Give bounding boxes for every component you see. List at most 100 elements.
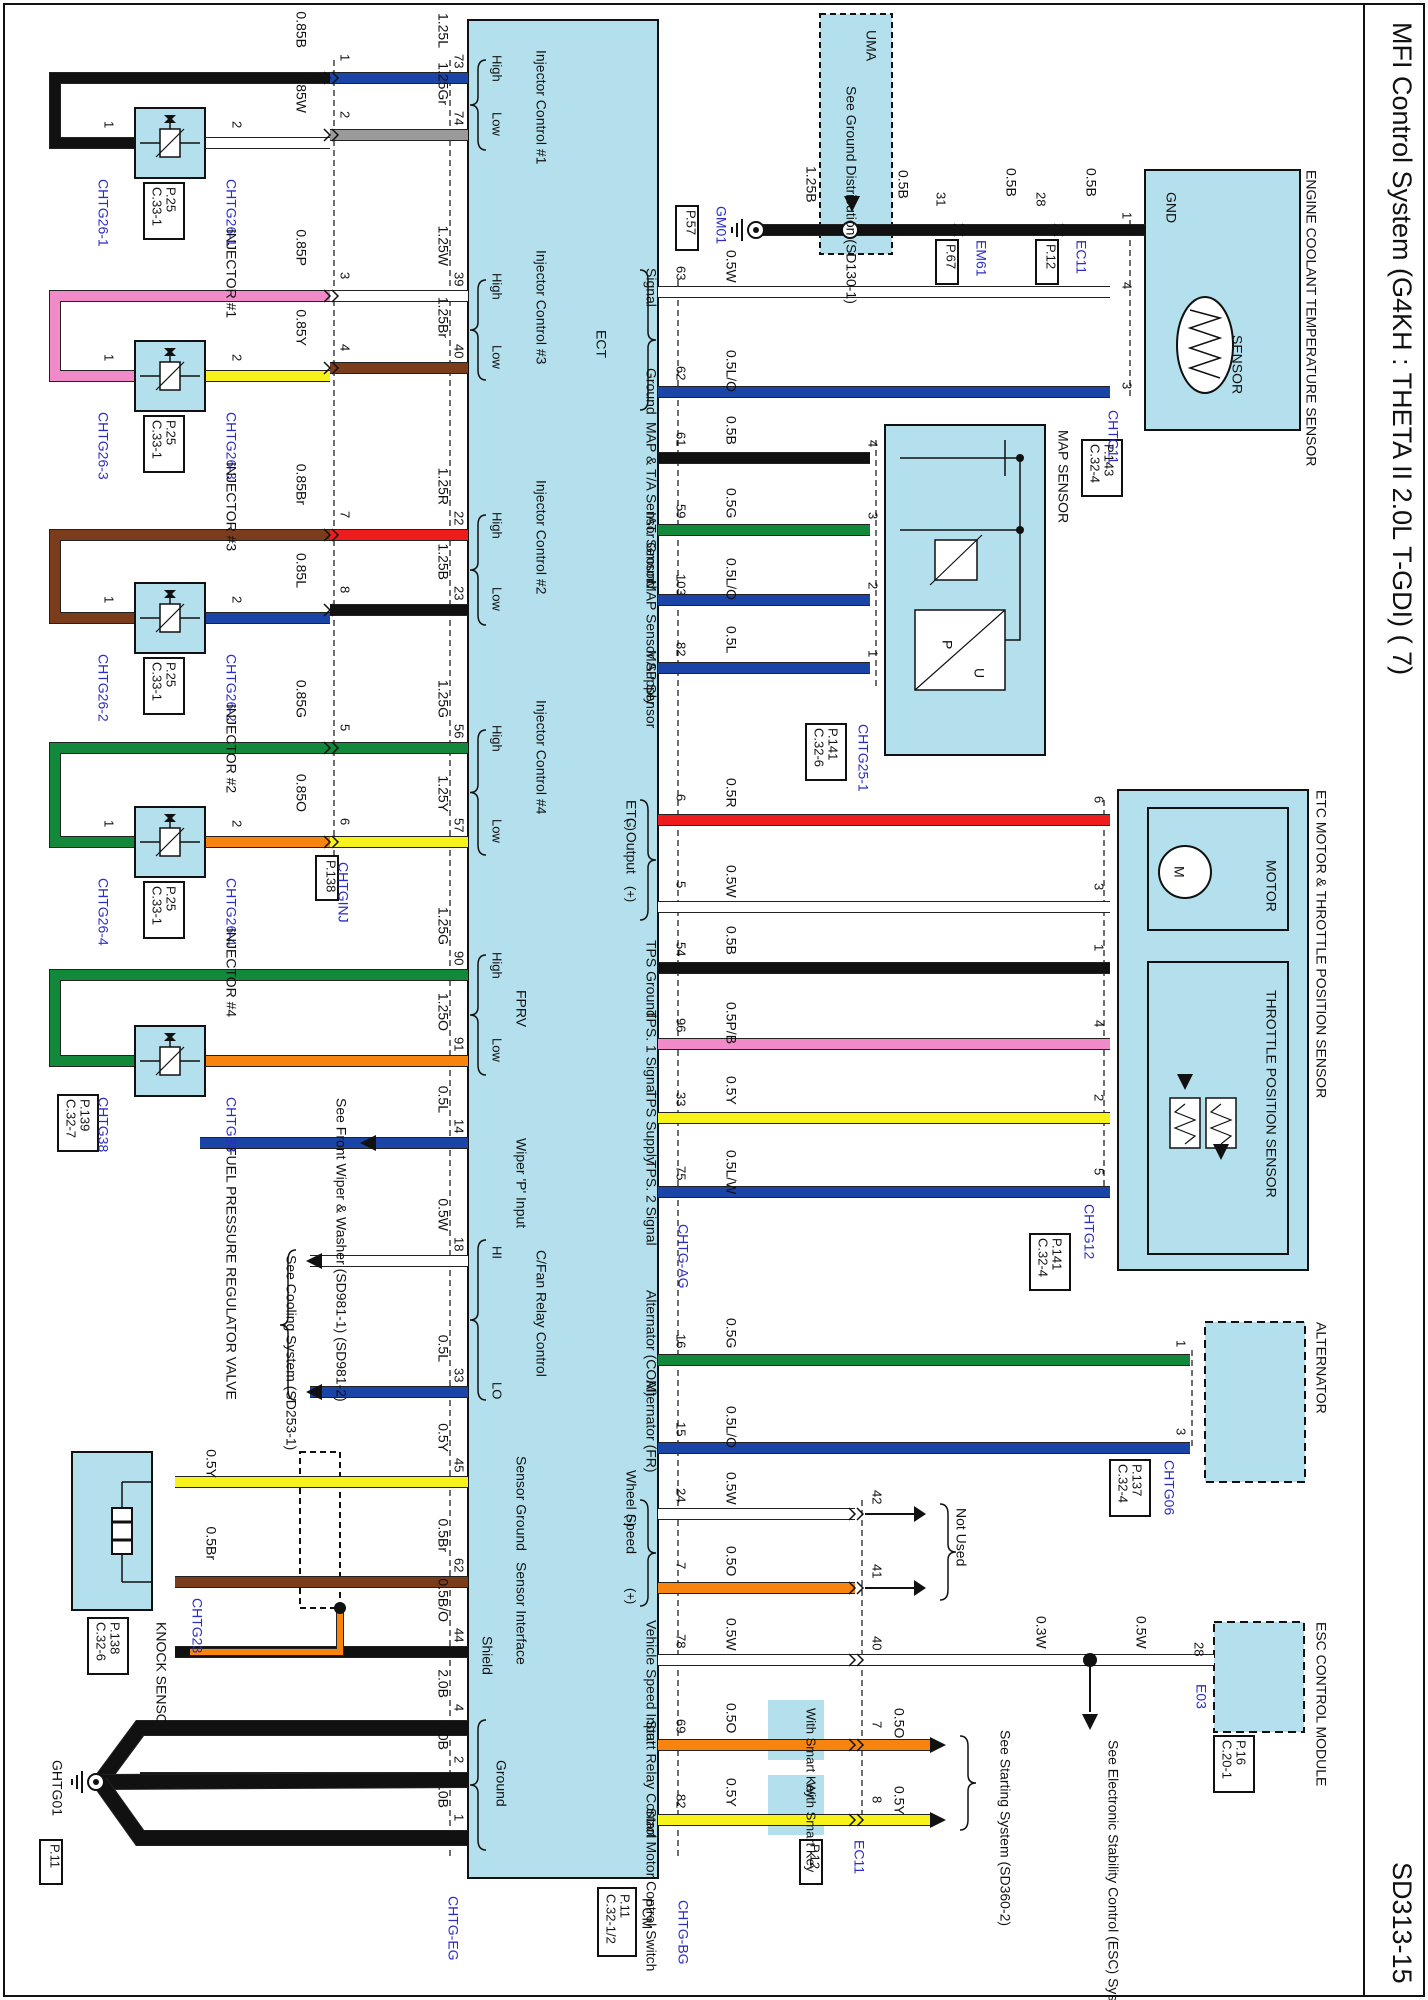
map-iat-slash <box>929 534 983 586</box>
right-wire-label-103-4: 0.5L/O <box>723 558 739 600</box>
gc-chevron-em61 <box>953 223 962 237</box>
left-pin-22: 22 <box>452 511 467 525</box>
left-plug-chevron-56 <box>323 741 332 755</box>
start-relay-arrow <box>930 1737 946 1753</box>
left-pin-39: 39 <box>452 272 467 286</box>
etc-tps-wiper2 <box>1213 1144 1229 1160</box>
pcm-left-bracket-1 <box>469 279 487 381</box>
left-plug-1: 1 <box>338 54 353 61</box>
esc-cref: C.20-1 <box>1220 1740 1235 1779</box>
right-pin-75-11: 75 <box>674 1166 689 1180</box>
pcm-group-right-5: MAP Sensor Supply <box>643 580 659 705</box>
pcm-group-right-10: TPS Supply <box>643 1090 659 1164</box>
alt-ref-box <box>1109 1459 1151 1517</box>
cooling-note: See Cooling System (SD253-1) <box>283 1255 299 1450</box>
inj-loop-wire-1 <box>50 291 330 381</box>
gc-wire-125b: 1.25B <box>803 166 819 203</box>
not-used-arrow-b <box>914 1580 926 1596</box>
ect-inner: SENSOR <box>1229 335 1245 394</box>
alt-conn: CHTG06 <box>1161 1460 1177 1515</box>
inj-ref-2: P.25 <box>164 662 179 687</box>
ground-gm01-symbol-dot <box>753 227 759 233</box>
inj-ref-0: P.25 <box>164 187 179 212</box>
pcm-conn-eg: CHTG-EG <box>445 1896 461 1961</box>
uma-label: UMA <box>863 30 879 62</box>
inline-chevron-2-b <box>856 1653 865 1667</box>
pcm-ref-box <box>597 1887 637 1957</box>
page-title: MFI Control System (G4KH : THETA II 2.0L… <box>1387 22 1417 675</box>
inj-pin1-1: 1 <box>102 354 117 361</box>
etc-tps-label: THROTTLE POSITION SENSOR <box>1263 990 1279 1198</box>
etc-title: ETC MOTOR & THROTTLE POSITION SENSOR <box>1313 790 1329 1098</box>
left-pin-73: 73 <box>452 54 467 68</box>
pcm-group-left-0: Injector Control #1 <box>533 50 549 165</box>
etc-motor-m: M <box>1171 866 1187 878</box>
pcm-group-right-12: Alternator (COM) <box>643 1290 659 1397</box>
map-title: MAP SENSOR <box>1055 430 1071 523</box>
esc-title: ESC CONTROL MODULE <box>1313 1622 1329 1786</box>
smart-key-a: With Smart Key <box>804 1708 819 1799</box>
pcm-conn-bg: CHTG-BG <box>675 1900 691 1965</box>
pcm-group-right-16: Start Relay Control <box>643 1720 659 1838</box>
pcm-hl-8: High <box>490 952 505 979</box>
etc-tps-zig1 <box>1173 1103 1197 1145</box>
pcm-right-bracket-2 <box>639 1499 657 1607</box>
knock-sensor-body <box>71 1451 153 1611</box>
left-pin-91: 91 <box>452 1037 467 1051</box>
esc-pin: 28 <box>1192 1642 1207 1656</box>
right-pin-82-5: 82 <box>674 642 689 656</box>
inj-pin1-3: 1 <box>102 820 117 827</box>
inj-side-label-b-2: 0.85L <box>293 553 309 588</box>
ect-sensor-box <box>1144 169 1301 431</box>
left-pin-2: 2 <box>452 1756 467 1763</box>
right-pin-54-8: 54 <box>674 942 689 956</box>
inj-ref-box-0 <box>143 182 185 240</box>
left-wire-label-14: 0.5L <box>435 1086 451 1113</box>
ground-wire-a <box>94 1721 468 1787</box>
pcm-ws-plus: (+) <box>624 1588 639 1604</box>
left-plug-chevron-74 <box>323 128 332 142</box>
left-wire-label-44: 0.5B/O <box>435 1578 451 1622</box>
page-code: SD313-15 <box>1387 1862 1417 1984</box>
right-wire-label-82-5: 0.5L <box>723 626 739 653</box>
inj-cref-0: C.33-1 <box>150 187 165 226</box>
inj-pin2-3: 2 <box>230 820 245 827</box>
not-used-bracket <box>939 1503 957 1601</box>
gc-chevron-ec11 <box>1053 223 1062 237</box>
inj-side-label-a-1: 0.85P <box>293 229 309 266</box>
pcm-group-right-15: Vehicle Speed Input <box>643 1620 659 1745</box>
right-wire-label-33-10: 0.5Y <box>723 1076 739 1105</box>
etc-tps-pot2 <box>1205 1097 1237 1149</box>
etc-ref-box <box>1029 1233 1071 1291</box>
right-pin-7-15: 7 <box>674 1562 689 1569</box>
inj-pin2-1: 2 <box>230 354 245 361</box>
pcm-hl-3: Low <box>490 345 505 369</box>
left-plug-2: 2 <box>338 111 353 118</box>
pcm-ws-minus: (-) <box>624 1514 639 1527</box>
etc-motor-symbol <box>1158 845 1212 899</box>
pcm-left-bracket-6 <box>469 1719 487 1851</box>
right-pin-62-1: 62 <box>674 366 689 380</box>
gc-em61-ref-box <box>935 239 959 285</box>
inline-chevron-0 <box>848 1507 857 1521</box>
inj-side-label-a-3: 0.85G <box>293 680 309 718</box>
left-plug-chevron-39 <box>323 289 332 303</box>
left-pin-90: 90 <box>452 951 467 965</box>
left-pin-44: 44 <box>452 1628 467 1642</box>
pcm-group-left-1: Injector Control #3 <box>533 250 549 365</box>
pcm-group-left-10: Ground <box>493 1760 509 1807</box>
pcm-hl-7: Low <box>490 819 505 843</box>
pcm-group-right-13: Alternator (FR) <box>643 1380 659 1473</box>
alternator-title: ALTERNATOR <box>1313 1322 1329 1414</box>
knock-shield-wire <box>190 1608 343 1655</box>
ect-pin1: 1 <box>1120 212 1135 219</box>
esc-note: See Electronic Stability Control (ESC) S… <box>1105 1740 1121 2000</box>
right-wire-label-62-1: 0.5L/O <box>723 350 739 392</box>
inj-loop-wire-0 <box>50 73 330 148</box>
pcm-group-left-2: Injector Control #2 <box>533 480 549 595</box>
left-plug-chevron-74-b <box>331 128 340 142</box>
pcm-right-bracket-0 <box>639 269 657 411</box>
esc-ref: P.16 <box>1234 1740 1249 1765</box>
left-pin-18: 18 <box>452 1237 467 1251</box>
inj-conn1-2: CHTG26-2 <box>95 654 111 722</box>
